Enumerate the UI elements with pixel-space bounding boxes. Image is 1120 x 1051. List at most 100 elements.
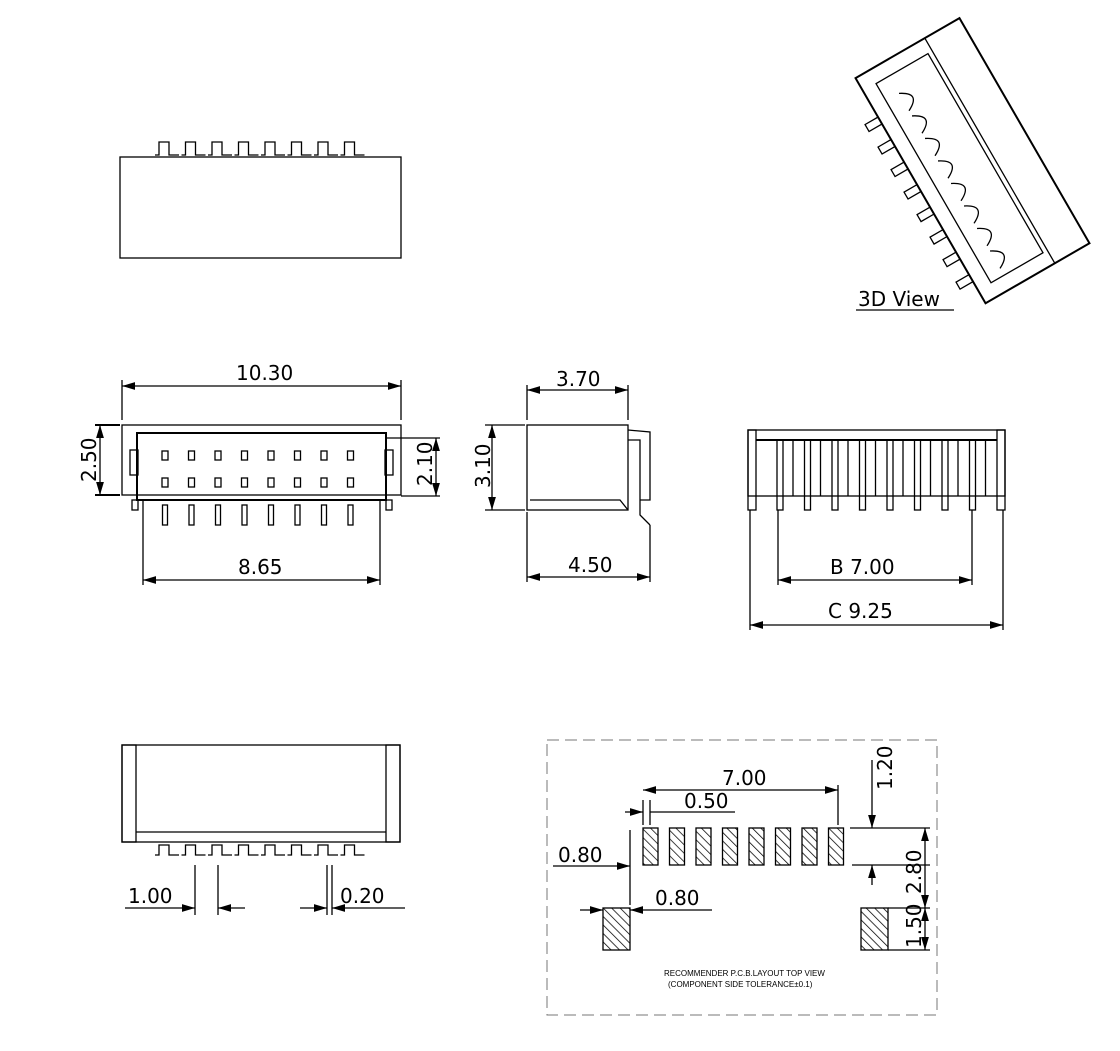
pin: [261, 141, 285, 156]
pin-slot: [240, 450, 249, 461]
top-view: [119, 141, 402, 259]
dim-pin-width: 0.20: [340, 884, 385, 908]
pin: [287, 141, 312, 156]
pcb-pad: [801, 827, 818, 866]
pin-slot: [293, 450, 302, 461]
pin-slot: [320, 450, 328, 461]
pin: [234, 141, 259, 156]
dim-front-inner-height: 2.10: [413, 441, 437, 486]
pin-lead: [161, 504, 169, 526]
pin: [916, 206, 935, 223]
pin-lead: [241, 504, 248, 526]
pin: [234, 844, 259, 856]
pcb-pad: [827, 827, 845, 866]
pcb-note-line2: (COMPONENT SIDE TOLERANCE±0.1): [668, 980, 813, 989]
pcb-pad: [721, 827, 739, 866]
dim-pin-span: 8.65: [238, 555, 283, 579]
pin: [155, 844, 179, 856]
pin-slot: [187, 450, 196, 461]
pin-lead: [776, 439, 784, 511]
dim-pcb-pad-gap: 0.80: [558, 843, 603, 867]
pin-slot: [346, 477, 355, 488]
pin-lead: [968, 439, 977, 511]
pin: [877, 138, 896, 155]
pin-slot: [267, 450, 275, 461]
dim-pitch: 1.00: [128, 884, 173, 908]
dim-front-width: 10.30: [236, 361, 293, 385]
pin: [287, 844, 312, 856]
contact: [989, 250, 1006, 269]
pin-slot: [187, 477, 196, 488]
pin-slot: [267, 477, 275, 488]
pin: [864, 116, 883, 133]
pin-lead: [831, 439, 839, 511]
dim-pcb-offset: 1.20: [873, 745, 897, 790]
pin: [890, 161, 909, 178]
pin-lead: [803, 439, 812, 511]
pin-slot: [346, 450, 355, 461]
three-d-view-label: 3D View: [858, 287, 940, 311]
contact: [976, 227, 993, 247]
pin: [340, 141, 365, 156]
pin: [903, 183, 922, 200]
pin-slot: [161, 477, 169, 488]
pin: [340, 844, 365, 856]
contact: [911, 115, 928, 134]
bottom-view: 1.00 0.20: [121, 744, 405, 915]
pin-lead: [913, 439, 922, 511]
dim-front-height: 2.50: [77, 437, 101, 482]
contact: [950, 182, 967, 202]
dim-rear-b: B 7.00: [830, 555, 895, 579]
rear-view: B 7.00 C 9.25: [747, 429, 1006, 630]
pin-slot: [161, 450, 169, 461]
pin-lead: [858, 439, 867, 511]
pcb-pad: [668, 827, 686, 866]
pin: [155, 141, 179, 156]
pin-lead: [347, 504, 354, 526]
front-view: 10.30 2.50 2.10 8.65: [77, 361, 440, 585]
pin: [208, 141, 232, 156]
contact: [898, 92, 915, 112]
contact: [963, 205, 980, 224]
pin-slot: [320, 477, 328, 488]
pin: [181, 844, 206, 856]
pin: [261, 844, 285, 856]
contact: [937, 160, 954, 179]
pin: [955, 273, 974, 290]
pin-slot: [214, 450, 222, 461]
pin-lead: [320, 504, 328, 526]
pin: [942, 251, 961, 268]
dim-pcb-span: 7.00: [722, 766, 767, 790]
pin-lead: [941, 439, 949, 511]
pcb-pad: [774, 827, 792, 866]
pin-lead: [214, 504, 222, 526]
pin: [314, 844, 338, 856]
dim-pcb-mount-width: 0.80: [655, 886, 700, 910]
pin-lead: [294, 504, 301, 526]
side-view: 3.70 3.10 4.50: [471, 367, 651, 582]
pin-slot: [214, 477, 222, 488]
pin: [181, 141, 206, 156]
dim-side-height: 3.10: [471, 443, 495, 488]
pin-lead: [886, 439, 894, 511]
dim-side-top: 3.70: [556, 367, 601, 391]
pin: [314, 141, 338, 156]
pin-slot: [240, 477, 249, 488]
pin: [929, 228, 948, 245]
top-view-pins: [155, 141, 365, 156]
pin-slot: [293, 477, 302, 488]
pin: [208, 844, 232, 856]
pcb-pad: [642, 827, 659, 866]
pin-lead: [267, 504, 275, 526]
contact: [924, 137, 941, 157]
pin-lead: [188, 504, 195, 526]
dim-pcb-mount-height: 1.50: [902, 903, 926, 948]
three-d-view: 3D View: [854, 16, 1091, 311]
dim-pcb-row: 2.80: [902, 849, 926, 894]
dim-pcb-pad-width: 0.50: [684, 789, 729, 813]
pcb-pad: [748, 827, 765, 866]
dim-side-depth: 4.50: [568, 553, 613, 577]
pcb-pad: [695, 827, 712, 866]
pcb-layout: 7.00 0.50 1.20 2.80 1.50 0.80 0.80 RECOM…: [546, 739, 938, 1016]
